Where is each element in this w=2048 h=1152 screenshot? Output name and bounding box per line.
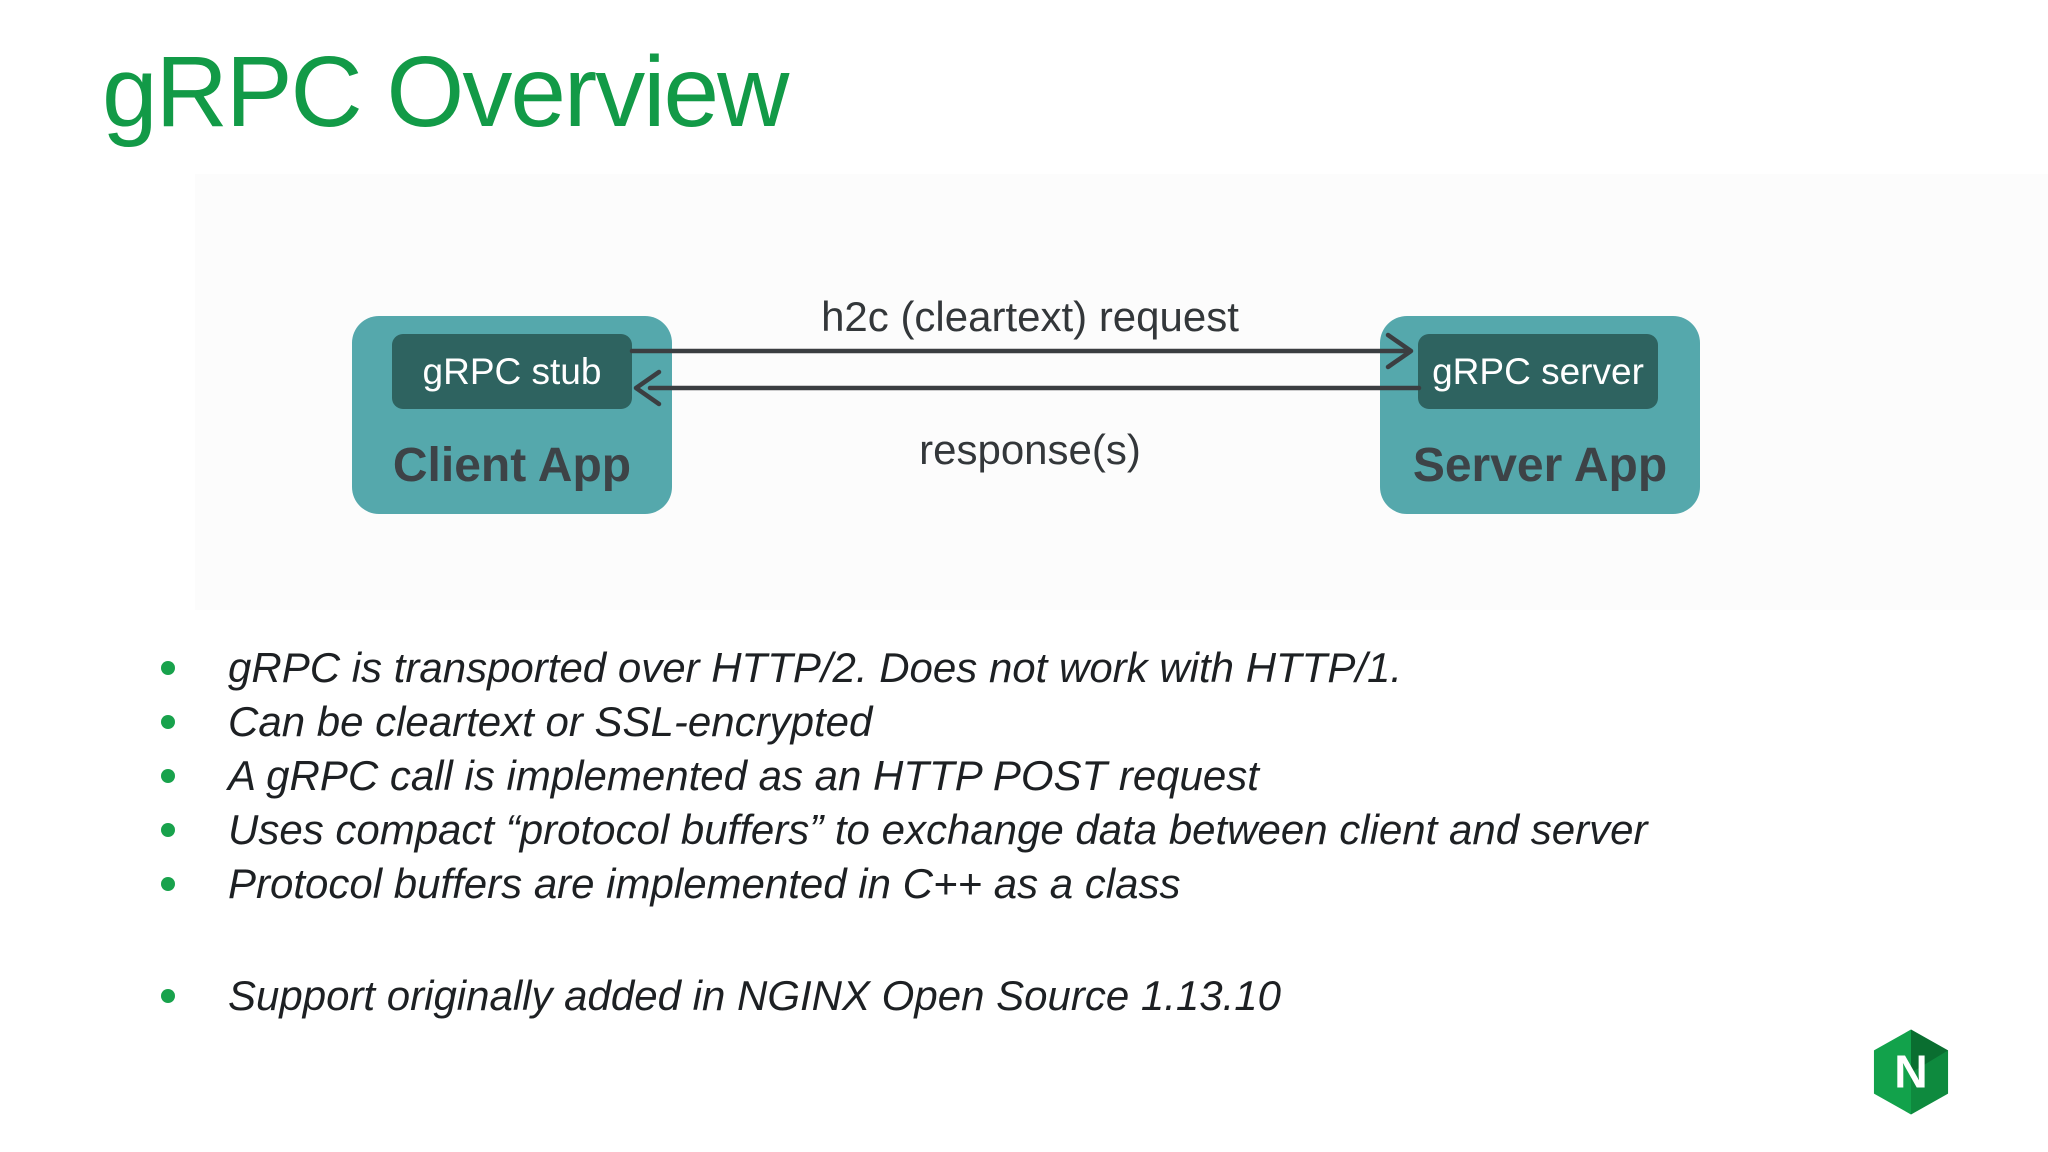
bullet-text: gRPC is transported over HTTP/2. Does no… xyxy=(228,644,1403,691)
bullet-text: A gRPC call is implemented as an HTTP PO… xyxy=(228,752,1259,799)
client-app-box: gRPC stub Client App xyxy=(352,316,672,514)
grpc-server-label: gRPC server xyxy=(1432,350,1644,392)
bullet-text: Can be cleartext or SSL-encrypted xyxy=(228,698,873,745)
grpc-stub-label: gRPC stub xyxy=(422,350,602,392)
nginx-hexagon xyxy=(1873,1029,1949,1115)
nginx-letter: N xyxy=(1894,1045,1927,1097)
grpc-stub-box: gRPC stub xyxy=(392,334,632,409)
nginx-hexagon-shade-top xyxy=(1911,1029,1949,1073)
bullet-item: A gRPC call is implemented as an HTTP PO… xyxy=(160,749,1930,803)
bullet-dot-icon xyxy=(161,715,175,729)
bullet-text: Support originally added in NGINX Open S… xyxy=(228,972,1281,1019)
nginx-hexagon-shade-right xyxy=(1911,1029,1949,1115)
server-app-box: gRPC server Server App xyxy=(1380,316,1700,514)
bullet-dot-icon xyxy=(161,989,175,1003)
bullet-list: gRPC is transported over HTTP/2. Does no… xyxy=(160,641,1930,1023)
bullet-item: Can be cleartext or SSL-encrypted xyxy=(160,695,1930,749)
bullet-item: Protocol buffers are implemented in C++ … xyxy=(160,857,1930,911)
bullet-dot-icon xyxy=(161,823,175,837)
bullet-text: Protocol buffers are implemented in C++ … xyxy=(228,860,1181,907)
request-label: h2c (cleartext) request xyxy=(821,293,1239,340)
bullet-dot-icon xyxy=(161,769,175,783)
bullet-item: Uses compact “protocol buffers” to excha… xyxy=(160,803,1930,857)
response-label: response(s) xyxy=(919,426,1141,473)
grpc-server-box: gRPC server xyxy=(1418,334,1658,409)
bullet-text: Uses compact “protocol buffers” to excha… xyxy=(228,806,1648,853)
nginx-logo-icon: N xyxy=(1873,1029,1949,1115)
bullet-dot-icon xyxy=(161,661,175,675)
page-title: gRPC Overview xyxy=(102,36,789,148)
bullet-item: Support originally added in NGINX Open S… xyxy=(160,969,1930,1023)
bullet-dot-icon xyxy=(161,877,175,891)
client-app-label: Client App xyxy=(392,438,632,492)
server-app-label: Server App xyxy=(1412,438,1668,492)
bullet-item: gRPC is transported over HTTP/2. Does no… xyxy=(160,641,1930,695)
